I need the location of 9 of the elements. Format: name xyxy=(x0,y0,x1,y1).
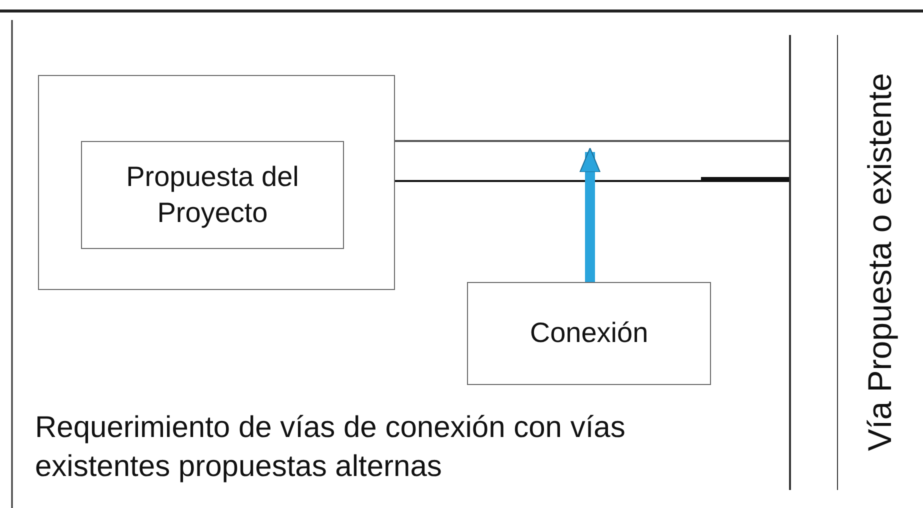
connection-box xyxy=(467,282,711,385)
project-box xyxy=(81,141,344,249)
box-label: Conexión xyxy=(528,316,650,350)
connecting-road xyxy=(395,140,789,182)
connection-arrow xyxy=(580,148,600,282)
road-label: Vía Propuesta o existente xyxy=(860,72,899,453)
caption-text: Requerimiento de vías de conexión con vías existentes propuestas alternas xyxy=(35,410,626,485)
project-area-box xyxy=(38,75,395,290)
box-label: Propuesta del Proyecto xyxy=(125,160,300,230)
